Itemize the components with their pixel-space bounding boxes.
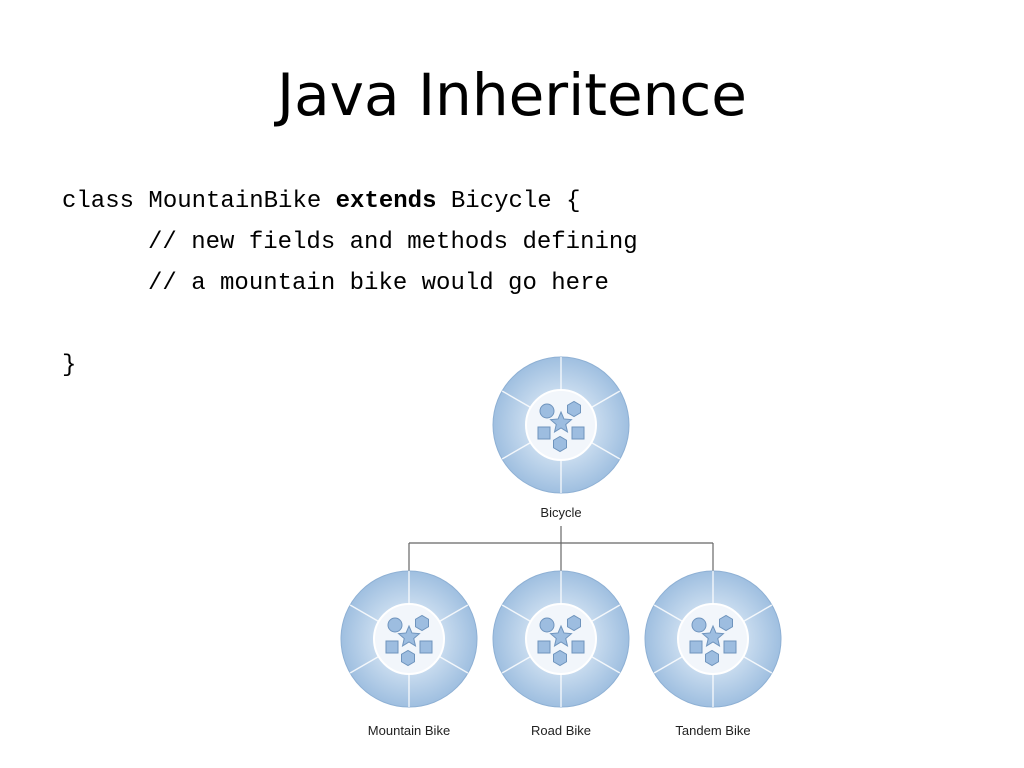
code-line-comment-2: // a mountain bike would go here	[148, 270, 609, 297]
road-bike-class-icon	[492, 570, 630, 708]
code-line-class-declaration: class MountainBike extends Bicycle {	[62, 182, 581, 222]
code-line-closing-brace: }	[62, 352, 77, 379]
node-label-road-bike: Road Bike	[531, 723, 591, 738]
code-keyword-extends: extends	[335, 188, 437, 215]
code-text-before-keyword: class MountainBike	[62, 188, 336, 215]
code-line-comment-1: // new fields and methods defining	[148, 229, 638, 256]
tandem-bike-class-icon	[644, 570, 782, 708]
node-label-bicycle: Bicycle	[540, 505, 581, 520]
mountain-bike-class-icon	[340, 570, 478, 708]
node-label-tandem-bike: Tandem Bike	[675, 723, 750, 738]
diagram-connectors	[408, 526, 714, 572]
slide-title: Java Inheritence	[277, 61, 747, 129]
bicycle-class-icon	[492, 356, 630, 494]
node-label-mountain-bike: Mountain Bike	[368, 723, 450, 738]
code-text-after-keyword: Bicycle {	[436, 188, 581, 215]
